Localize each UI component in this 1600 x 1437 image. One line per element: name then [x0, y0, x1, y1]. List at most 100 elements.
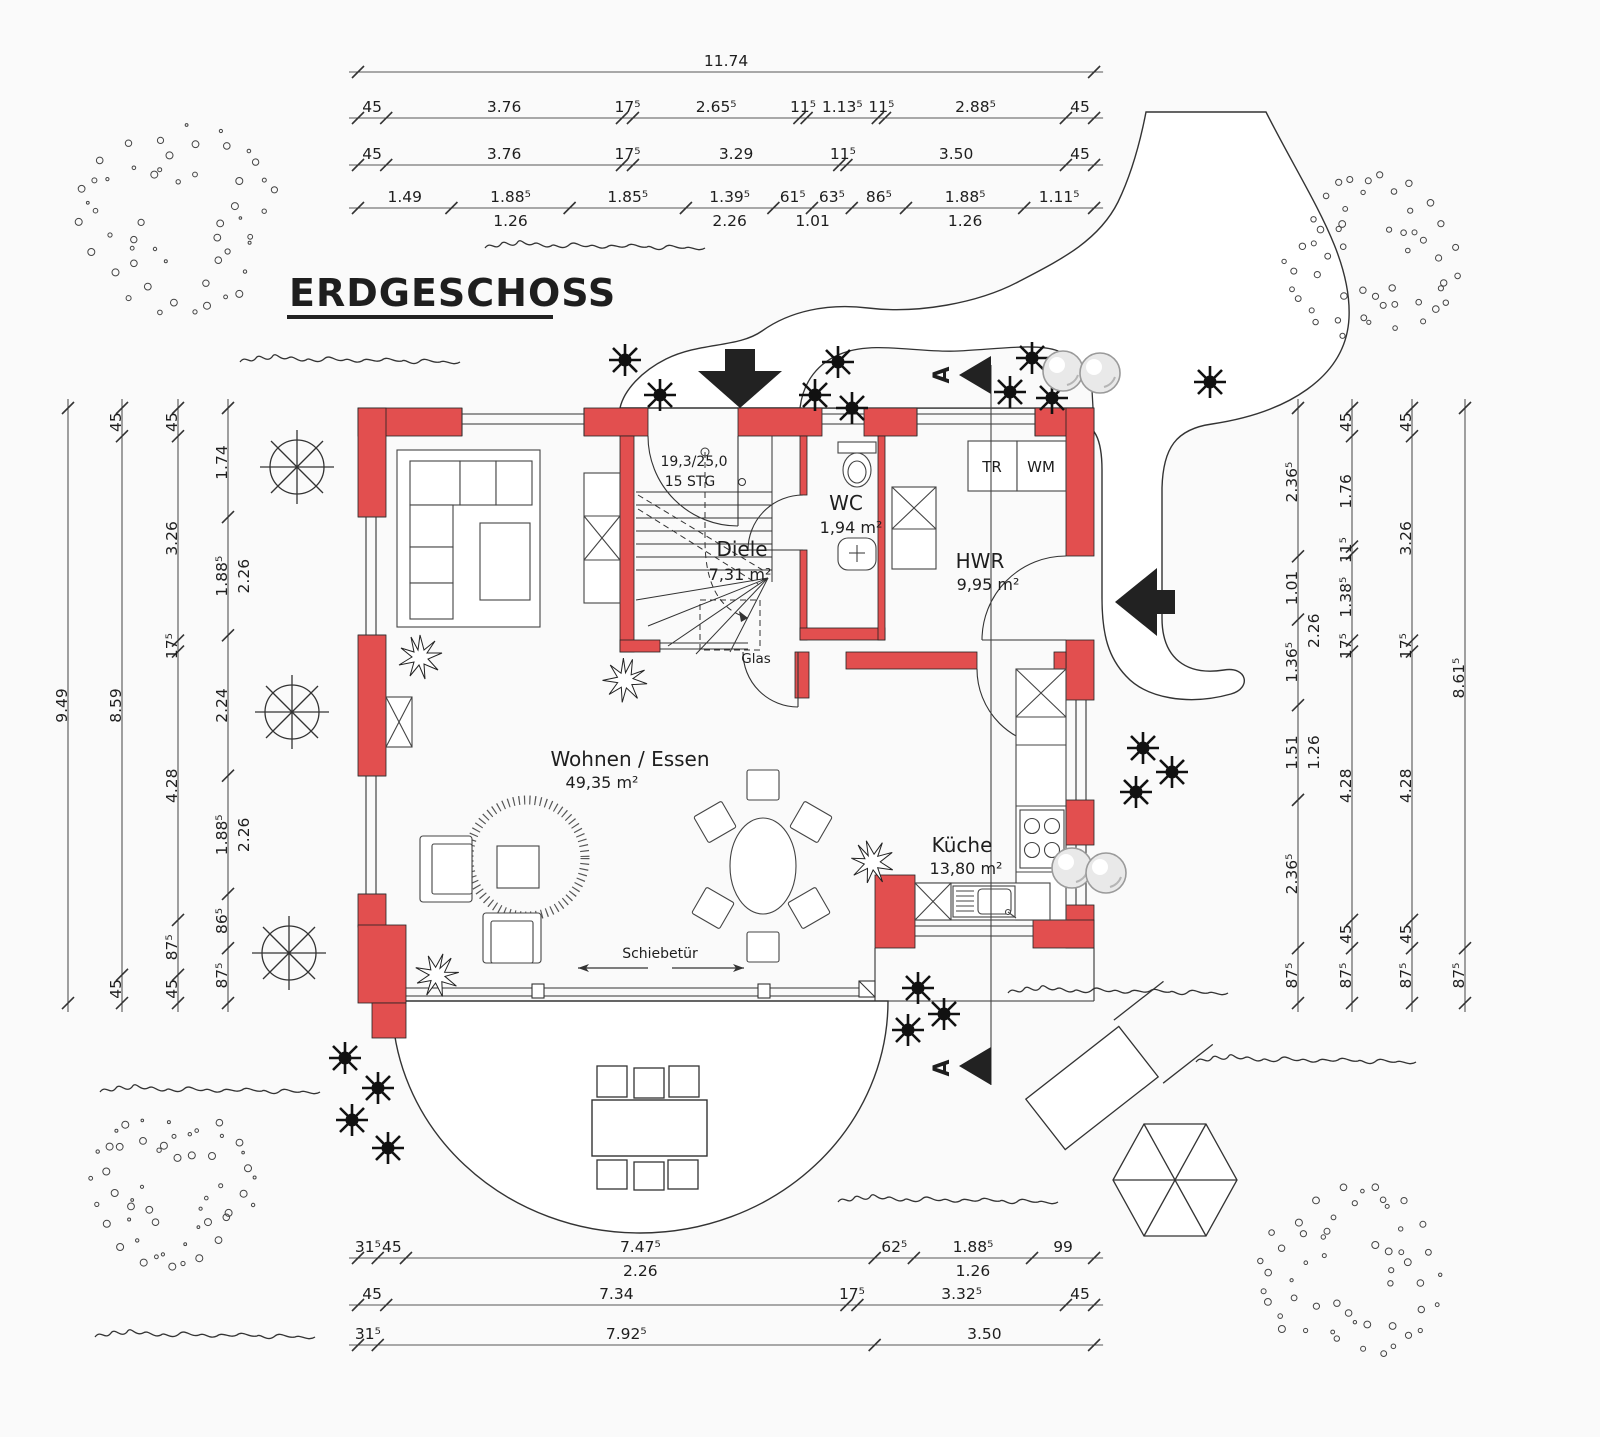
grass-tuft	[94, 1329, 316, 1340]
living-room-door	[742, 651, 799, 708]
dimension-value: 11⁵	[790, 98, 816, 116]
dimension-line-top-total: 11.74	[349, 52, 1104, 79]
dimension-subvalue: 1.26	[1305, 735, 1323, 770]
dimension-value: 17⁵	[1337, 633, 1355, 659]
entrance-door	[647, 435, 739, 527]
page-title: ERDGESCHOSS	[289, 271, 616, 315]
dimension-value: 17⁵	[614, 145, 640, 163]
dimension-subvalue: 1.01	[795, 212, 830, 230]
side-table	[496, 845, 540, 889]
sliding-glass-front	[406, 948, 876, 1001]
window	[358, 516, 386, 636]
wash-basin	[837, 537, 877, 571]
dimension-value: 1.38⁵	[1337, 577, 1355, 618]
kitchen-sink	[952, 885, 1017, 919]
dimension-value: 8.61⁵	[1450, 658, 1468, 699]
room-area: 13,80 m²	[930, 859, 1003, 878]
dimension-value: 63⁵	[819, 188, 845, 206]
coffee-table	[479, 522, 531, 601]
grass-tuft	[239, 354, 461, 365]
dimension-value: 62⁵	[881, 1238, 907, 1256]
room-name: Wohnen / Essen	[550, 747, 709, 771]
dimension-value: 3.50	[967, 1325, 1002, 1343]
dimension-value: 17⁵	[1397, 633, 1415, 659]
dimension-value: 45	[362, 1285, 382, 1303]
grass-tuft	[837, 1194, 1059, 1205]
dimension-value: 1.88⁵	[213, 556, 231, 597]
dimension-value: 11⁵	[1337, 537, 1355, 563]
dimension-value: 45	[107, 979, 125, 999]
dimension-value: 45	[1337, 924, 1355, 944]
dimension-value: 87⁵	[213, 963, 231, 989]
dimension-value: 17⁵	[163, 633, 181, 659]
dotted-tree-icon	[1257, 1183, 1443, 1357]
dimension-value: 11.74	[704, 52, 748, 70]
dimension-value: 87⁵	[163, 934, 181, 960]
section-line-a: A A	[930, 356, 992, 1085]
side-entrance-arrow	[1115, 568, 1175, 636]
dimension-value: 1.13⁵	[822, 98, 863, 116]
dimension-value: 1.49	[387, 188, 422, 206]
washer-box	[1016, 440, 1067, 492]
dimension-subvalue: 1.26	[956, 1262, 991, 1280]
dimension-value: 1.11⁵	[1039, 188, 1080, 206]
dotted-tree-icon	[1281, 171, 1461, 339]
dining-table	[729, 817, 797, 915]
room-name: WC	[829, 491, 863, 515]
dimension-value: 2.24	[213, 688, 231, 723]
entrance-arrows	[698, 349, 1175, 636]
terrace-table	[591, 1099, 708, 1157]
dimension-value: 45	[1397, 412, 1415, 432]
dimension-subvalue: 1.26	[493, 212, 528, 230]
tree-icon	[251, 915, 327, 991]
dimension-value: 1.88⁵	[945, 188, 986, 206]
dimension-value: 45	[163, 412, 181, 432]
dotted-trees	[74, 123, 1461, 1357]
staircase	[635, 436, 773, 655]
section-arrow-bottom	[959, 1047, 991, 1085]
kitchen-furniture	[914, 668, 1067, 921]
window	[915, 925, 1033, 937]
dimension-subvalue: 2.26	[235, 559, 253, 594]
window	[1075, 700, 1087, 800]
dimension-value: 1.51	[1283, 735, 1301, 770]
dotted-tree-icon	[88, 1118, 257, 1271]
dimension-value: 3.26	[1397, 521, 1415, 556]
dimension-value: 9.49	[53, 688, 71, 723]
stair-dim-label: 19,3/25,0	[660, 454, 727, 470]
dimension-value: 7.34	[599, 1285, 634, 1303]
dimension-value: 45	[1070, 1285, 1090, 1303]
dimension-value: 2.36⁵	[1283, 462, 1301, 503]
window	[461, 408, 585, 436]
section-label-bottom: A	[930, 1059, 955, 1076]
glass-partition	[660, 642, 748, 650]
dimension-value: 87⁵	[1337, 963, 1355, 989]
dimension-value: 31⁵	[355, 1238, 381, 1256]
wc-fixtures	[837, 441, 877, 571]
dimension-value: 4.28	[1397, 769, 1415, 804]
dimension-value: 45	[1070, 145, 1090, 163]
dimension-value: 45	[362, 98, 382, 116]
main-entrance-arrow	[698, 349, 782, 408]
tree-icon	[254, 674, 330, 750]
dimension-subvalue: 1.26	[948, 212, 983, 230]
room-name: Diele	[716, 537, 767, 561]
doors	[647, 435, 1067, 747]
dimension-value: 1.39⁵	[709, 188, 750, 206]
lounge-chair	[482, 912, 542, 964]
dimension-subvalue: 2.26	[235, 818, 253, 853]
dimension-value: 45	[1070, 98, 1090, 116]
